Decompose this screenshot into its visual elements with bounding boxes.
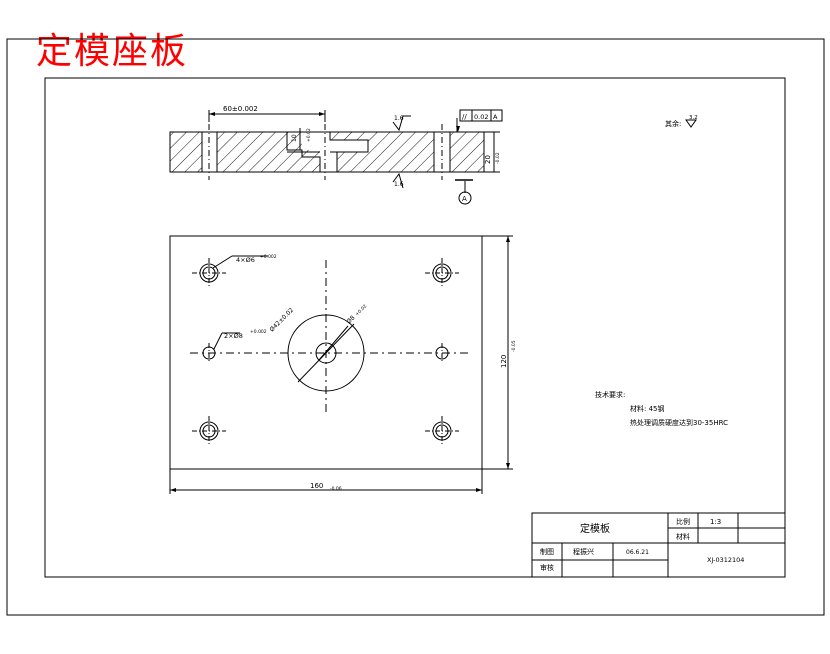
- drawn-name: 程振兴: [573, 547, 594, 556]
- scale-label: 比例: [676, 517, 690, 526]
- outer-border: [6, 38, 825, 616]
- section-view: [169, 109, 503, 205]
- dim-height-tol: -0.05: [511, 340, 517, 352]
- tolerance-value: 0.02: [474, 113, 488, 121]
- part-name: 定模板: [580, 522, 610, 535]
- hole-callout-1-tol: +0.002: [260, 254, 277, 260]
- dim-step-10: 10: [291, 134, 298, 142]
- dim-step-tol: +0.02: [306, 128, 312, 142]
- dia-big: Ø42±0.02: [268, 307, 295, 334]
- dim-height-120: 120: [500, 355, 508, 368]
- plan-view: [169, 235, 513, 494]
- hole-callout-2-tol: +0.002: [250, 329, 267, 335]
- notes-heading: 技术要求:: [595, 390, 625, 399]
- inner-border: [44, 77, 786, 578]
- dim-width-60: 60±0.002: [223, 105, 258, 113]
- hole-callout-1: 4×Ø6: [236, 256, 255, 264]
- drawing-number: XJ-0312104: [707, 556, 744, 564]
- hole-callout-2: 2×Ø8: [224, 332, 243, 340]
- remainder-value: 3.2: [689, 115, 698, 121]
- notes-line-2: 热处理调质硬度达到30-35HRC: [630, 418, 728, 427]
- title-block: [531, 512, 786, 578]
- notes-line-1: 材料: 45钢: [630, 404, 665, 413]
- datum-label: A: [462, 195, 467, 203]
- drawn-label: 制图: [540, 547, 554, 556]
- tolerance-datum: A: [493, 113, 498, 121]
- remainder-label: 其余:: [665, 119, 681, 128]
- roughness-top-value: 1.6: [394, 115, 404, 122]
- scale-value: 1:3: [710, 518, 721, 526]
- dia-small: Ø8: [345, 314, 356, 325]
- dia-small-tol: +0.02: [354, 303, 368, 317]
- drawn-date: 06.6.21: [626, 549, 649, 556]
- roughness-bottom-value: 1.6: [394, 181, 404, 188]
- dim-length-tol: -0.06: [330, 486, 342, 492]
- dim-thickness-20: 20: [484, 155, 492, 164]
- dim-thickness-tol: -0.02: [495, 152, 501, 164]
- material-label: 材料: [676, 532, 690, 541]
- tolerance-symbol: //: [462, 113, 467, 121]
- dim-length-160: 160: [310, 482, 323, 490]
- checked-label: 审核: [540, 563, 554, 572]
